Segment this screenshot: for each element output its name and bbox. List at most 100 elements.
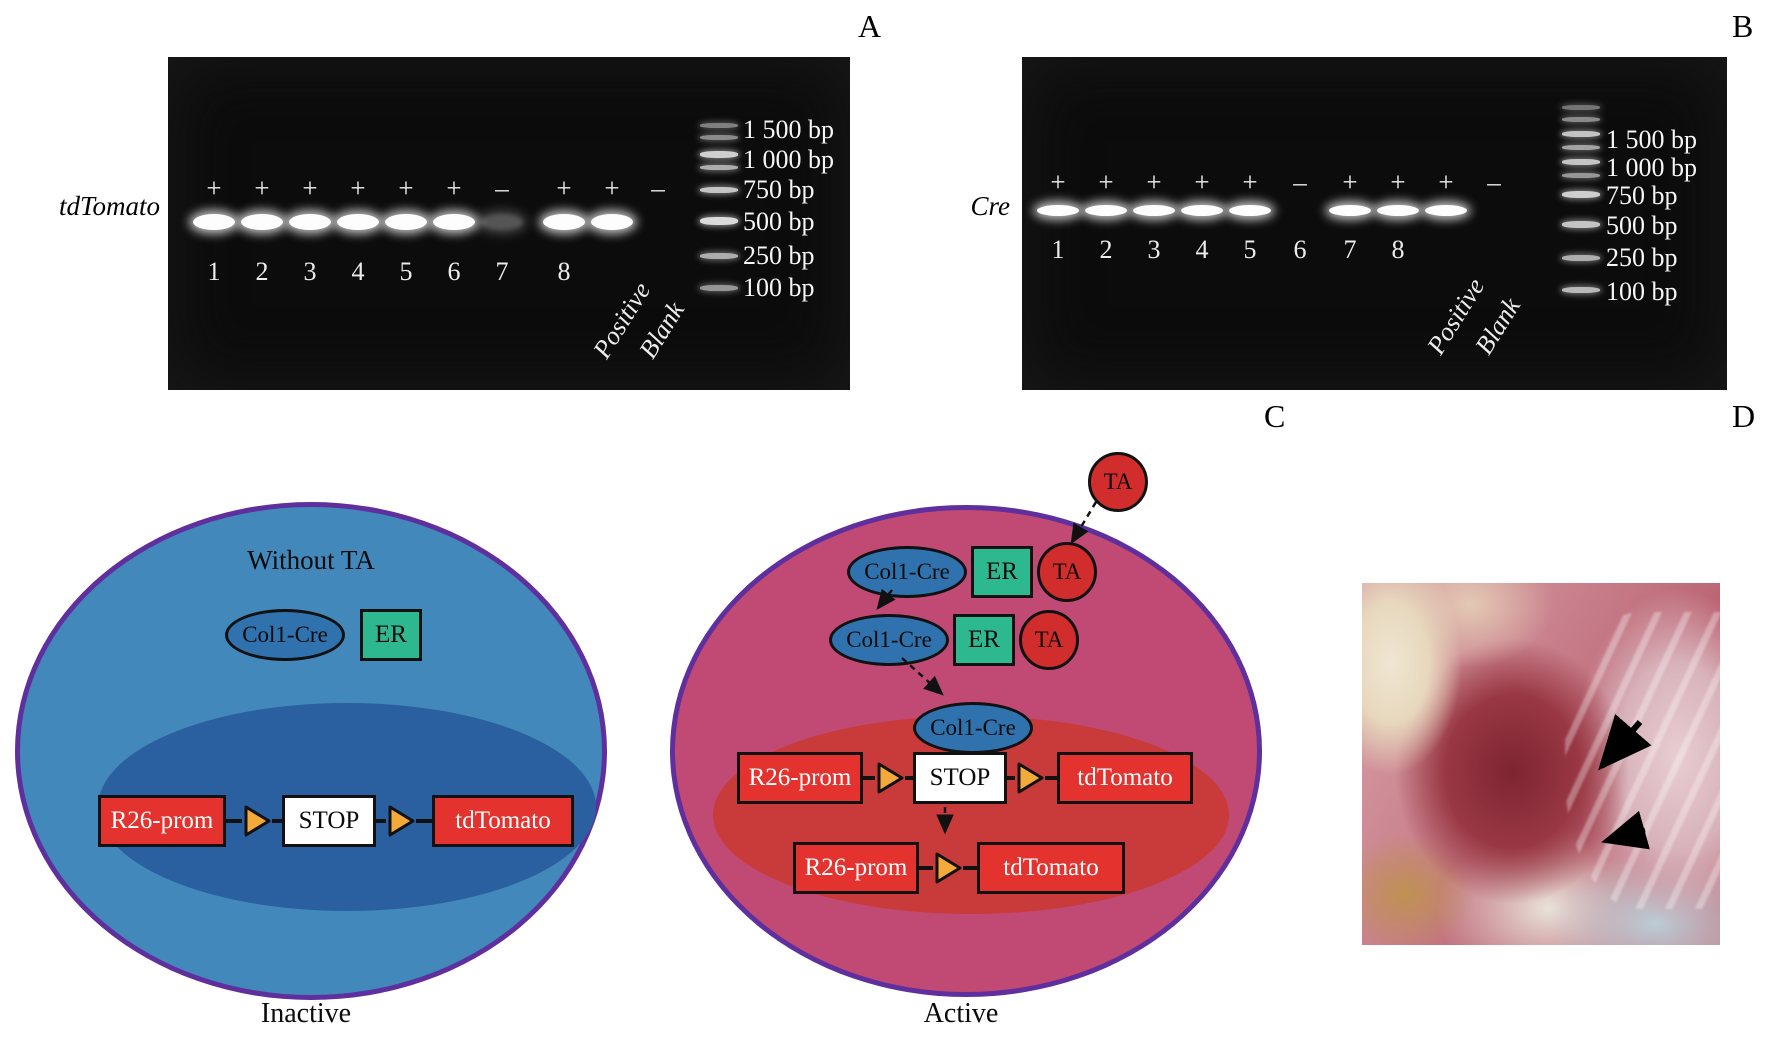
lane-label: Blank [633,296,691,364]
pointer-arrows [1598,713,1652,850]
ladder-label: 500 bp [743,207,815,236]
lane-label: 4 [1195,235,1209,264]
construct-link [963,866,977,870]
construct-link [226,819,242,823]
lane-sign: + [604,173,620,203]
r26-prom-box: R26-prom [98,795,226,847]
tdtomato-box: tdTomato [977,842,1125,894]
ladder-band [700,123,738,128]
gel-lane: + 4 [1178,57,1226,390]
ladder-label: 100 bp [1606,277,1678,306]
dna-band [241,214,283,230]
lane-sign: + [350,173,366,203]
gel-lane: + 1 [190,57,238,390]
panel-letter-c: C [1264,398,1286,434]
gel-panel-b: + 1 + 2 + 3 + 4 + 5 – 6 + [1022,57,1727,390]
loxp-triangle-icon [244,805,271,837]
gel-panel-a: + 1 + 2 + 3 + 4 + 5 + 6 – [168,57,850,390]
gel-lane: + 3 [1130,57,1178,390]
ladder-label: 750 bp [743,175,815,204]
active-cell: Col1-Cre ER TA Col1-Cre ER TA Col1-Cre R… [670,505,1262,997]
lane-label: Blank [1469,292,1527,360]
lane-sign: + [556,173,572,203]
lane-sign: + [398,173,414,203]
er-box: ER [971,546,1033,598]
lane-sign: + [1050,167,1066,197]
active-construct-floxed: R26-prom STOP tdTomato [737,752,1193,804]
dna-band [1085,205,1127,216]
ta-ligand-circle: TA [1088,452,1148,512]
lane-label: 8 [1391,235,1405,264]
ladder-band [700,217,738,225]
lane-sign: – [651,173,665,203]
panel-letter-d: D [1732,398,1756,434]
r26-prom-box: R26-prom [737,752,863,804]
dna-band [1377,205,1419,216]
gel-lane: + 5 [382,57,430,390]
stop-box: STOP [282,795,376,847]
ladder-band [700,187,738,193]
loxp-triangle-icon [388,805,415,837]
ladder-band [1562,117,1600,122]
dna-band [1425,205,1467,216]
lane-sign: + [1438,167,1454,197]
ladder-label: 1 500 bp [1606,125,1697,154]
dna-band [193,214,235,230]
dna-ladder [1562,57,1600,390]
ladder-band [1562,173,1600,178]
tdtomato-box: tdTomato [1057,752,1193,804]
surgical-photo [1362,583,1720,945]
gel-lane-blank: – Blank [633,57,690,390]
ta-circle: TA [1019,610,1079,670]
active-construct-recombined: R26-prom tdTomato [793,842,1125,894]
construct-link [905,776,913,780]
loxp-triangle-icon [935,852,962,884]
lane-sign: + [1390,167,1406,197]
lane-label: 5 [399,257,413,286]
construct-link [376,819,386,823]
loxp-triangle-icon [1017,762,1044,794]
dna-band [289,214,331,230]
ladder-label: 1 500 bp [743,115,834,144]
lane-sign: – [495,173,509,203]
stop-box: STOP [913,752,1007,804]
r26-prom-box: R26-prom [793,842,919,894]
er-box: ER [953,614,1015,666]
dna-band [1037,205,1079,216]
lane-sign: + [1098,167,1114,197]
gel-lane: + 5 [1226,57,1274,390]
ladder-band [1562,145,1600,150]
construct-link [863,776,875,780]
dna-band [433,214,475,230]
gel-lane: + 4 [334,57,382,390]
lane-label: 6 [447,257,461,286]
lane-sign: + [254,173,270,203]
inactive-construct: R26-prom STOP tdTomato [98,795,574,847]
er-box: ER [360,609,422,661]
panel-letter-a: A [858,8,882,44]
gene-label-cre: Cre [970,191,1011,221]
ladder-band [1562,159,1600,165]
ladder-band [1562,191,1600,198]
construct-link [272,819,282,823]
gel-lane: + 7 [1326,57,1374,390]
construct-link [416,819,432,823]
lane-sign: + [1242,167,1258,197]
lane-label: 2 [255,257,269,286]
ladder-band [1562,287,1600,293]
dna-band [1133,205,1175,216]
lane-sign: + [1342,167,1358,197]
lane-label: 1 [1051,235,1065,264]
lane-label: 1 [207,257,221,286]
col1-cre-ellipse: Col1-Cre [847,546,967,598]
ladder-label: 250 bp [743,241,815,270]
gel-lane: – 7 [478,57,526,390]
ladder-band [1562,221,1600,228]
gel-lane: + 3 [286,57,334,390]
inactive-caption: Inactive [260,998,352,1029]
gel-lane: – 6 [1276,57,1324,390]
ladder-band [700,253,738,259]
col1-cre-ellipse: Col1-Cre [829,614,949,666]
col1-cre-ellipse: Col1-Cre [225,609,345,661]
ta-circle: TA [1037,542,1097,602]
